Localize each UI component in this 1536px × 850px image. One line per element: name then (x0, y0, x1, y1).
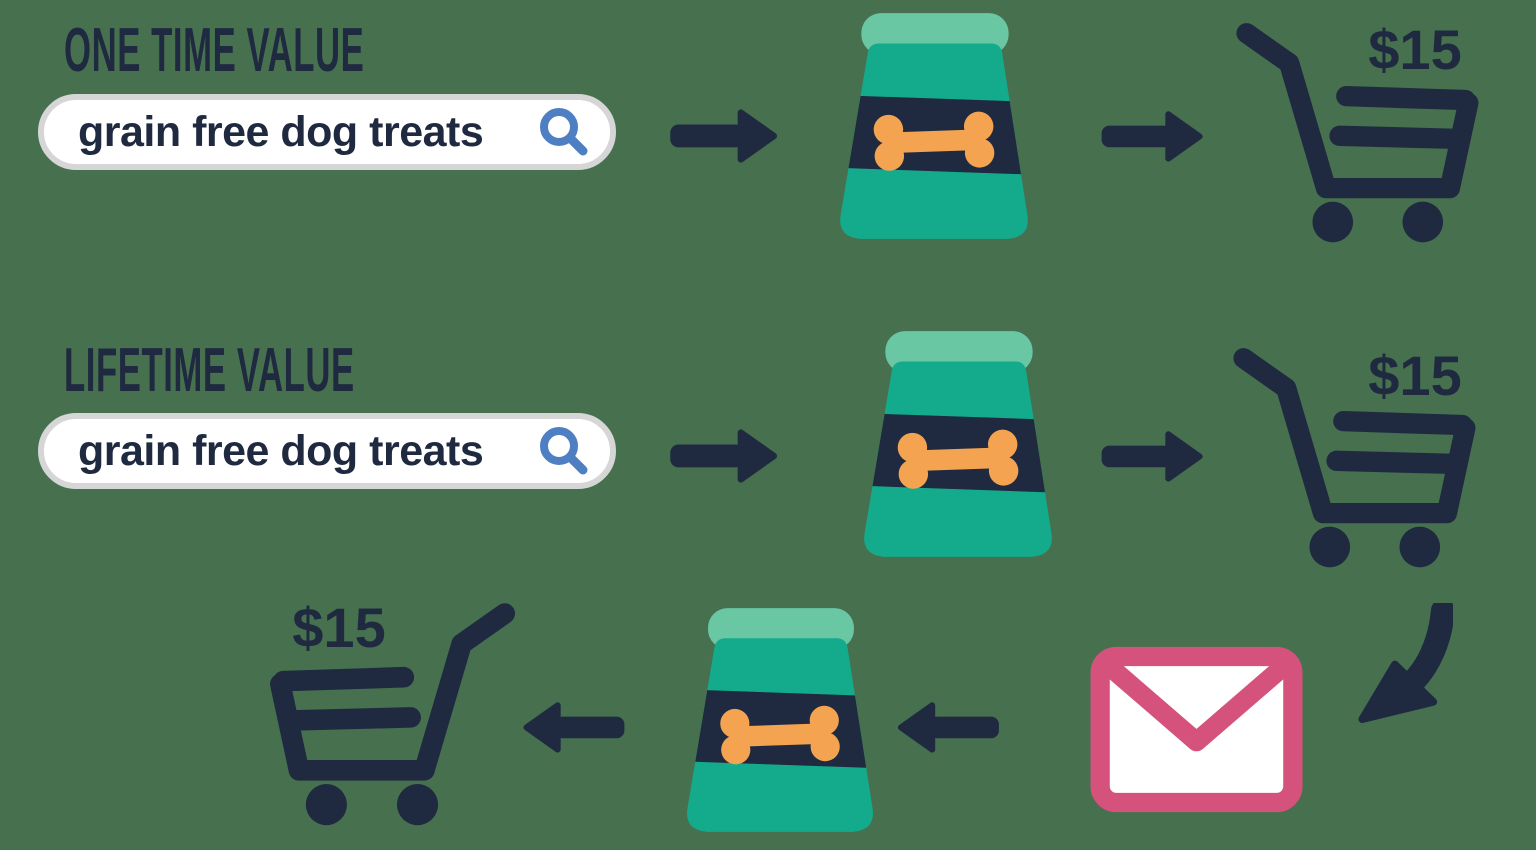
lifetime-value-title: LIFETIME VALUE (64, 336, 355, 405)
left-arrow-icon (897, 702, 999, 753)
cart-price-label: $15 (292, 596, 386, 659)
dog-food-jar-icon (687, 608, 873, 832)
email-envelope-icon (1090, 646, 1303, 813)
right-arrow-icon (670, 429, 778, 483)
bone-icon (720, 705, 840, 765)
one-time-value-title: ONE TIME VALUE (64, 16, 365, 85)
cart-price-label: $15 (1368, 18, 1462, 81)
search-icon[interactable] (538, 106, 590, 158)
bone-icon (897, 429, 1019, 489)
shopping-cart-icon (1233, 348, 1476, 568)
search-query-text: grain free dog treats (78, 107, 484, 156)
cart-price-label: $15 (1368, 344, 1462, 407)
search-icon[interactable] (538, 425, 590, 477)
search-bar-one-time[interactable]: grain free dog treats (38, 94, 616, 170)
bone-icon (873, 111, 995, 171)
right-arrow-icon (1101, 111, 1203, 162)
shopping-cart-icon (1236, 23, 1479, 243)
shopping-cart-icon (270, 603, 516, 826)
curved-down-left-arrow-icon (1358, 603, 1453, 723)
right-arrow-icon (1101, 431, 1203, 482)
search-bar-lifetime[interactable]: grain free dog treats (38, 413, 616, 489)
search-query-text: grain free dog treats (78, 426, 484, 475)
left-arrow-icon (523, 702, 625, 753)
right-arrow-icon (670, 109, 778, 163)
dog-food-jar-icon (840, 13, 1028, 239)
dog-food-jar-icon (864, 331, 1052, 557)
